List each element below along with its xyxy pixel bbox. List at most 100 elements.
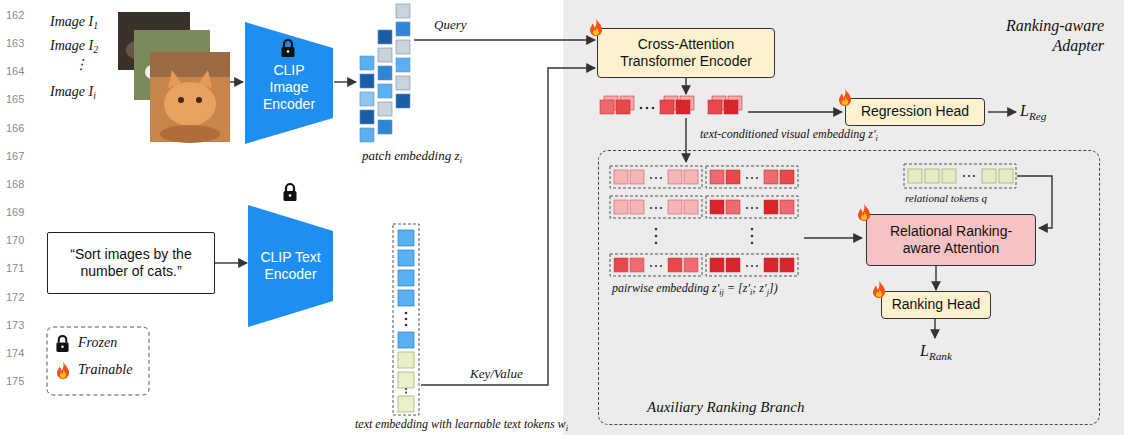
label-group: text-conditioned visual embedding z′i — [700, 127, 878, 141]
drawn-rect — [660, 100, 674, 114]
drawn-rect — [378, 30, 392, 44]
drawn-rect — [764, 170, 778, 184]
drawn-circle — [660, 207, 662, 209]
drawn-rect — [942, 169, 956, 183]
drawn-circle — [650, 207, 652, 209]
drawn-rect — [780, 170, 794, 184]
annotation: patch embedding z — [362, 148, 459, 163]
drawn-rect — [710, 258, 724, 272]
drawn-circle — [746, 265, 748, 267]
drawn-rect — [396, 94, 410, 108]
drawn-rect — [396, 22, 410, 36]
trainable-icon — [839, 88, 851, 106]
drawn-rect — [610, 254, 702, 276]
drawn-rect — [708, 100, 722, 114]
line-number: 167 — [6, 150, 24, 162]
label-group: 164 — [6, 65, 24, 78]
prompt-box: “Sort images by the number of cats.” — [47, 232, 215, 294]
drawn-rect — [982, 169, 996, 183]
region-title: Ranking-aware Adapter — [979, 16, 1104, 56]
label-group: 170 — [6, 234, 24, 247]
line-number: 174 — [6, 347, 24, 359]
label-group: relational tokens q — [905, 192, 987, 205]
annotation: ; z′ — [752, 281, 766, 295]
line-number: 169 — [6, 206, 24, 218]
drawn-circle — [405, 324, 408, 327]
drawn-rect — [668, 200, 682, 214]
node-text: “Sort images by the number of cats.” — [56, 246, 206, 280]
label-group: Image Ii — [50, 84, 96, 101]
subscript: ij — [719, 288, 724, 297]
annotation: = [z′ — [727, 281, 750, 295]
label-group: Image I2 — [50, 38, 98, 55]
drawn-circle — [652, 107, 655, 110]
label-group: LRank — [920, 341, 952, 360]
label-group: ⋮ — [74, 57, 88, 74]
label-group: LReg — [1020, 101, 1046, 120]
label-group: 163 — [6, 37, 24, 50]
annotation: ⋮ — [74, 57, 88, 72]
drawn-circle — [646, 107, 649, 110]
drawn-g — [398, 230, 414, 348]
drawn-rect — [396, 76, 410, 90]
drawn-circle — [963, 175, 965, 177]
drawn-circle — [751, 242, 754, 245]
drawn-ellipse — [164, 82, 216, 126]
legend-frame — [47, 327, 149, 395]
drawn-rect — [684, 170, 698, 184]
drawn-rect — [398, 270, 414, 286]
drawn-rect — [630, 200, 644, 214]
label-group: 165 — [6, 93, 24, 106]
drawn-rect — [396, 58, 410, 72]
subscript: i — [750, 288, 752, 297]
drawn-polyline — [421, 68, 595, 385]
text-tokens — [393, 224, 419, 415]
label-group: 175 — [6, 375, 24, 388]
drawn-g — [710, 170, 794, 272]
connector-arrow — [935, 266, 936, 290]
drawn-rect — [398, 372, 414, 388]
drawn-circle — [660, 265, 662, 267]
trapezoid-fill — [245, 22, 333, 144]
drawn-rect — [614, 200, 628, 214]
annotation: Key/Value — [470, 366, 523, 381]
annotation: relational tokens q — [905, 192, 987, 204]
drawn-g — [610, 166, 798, 276]
input-images — [118, 12, 230, 143]
frozen-icon — [284, 184, 297, 201]
drawn-rect — [684, 258, 698, 272]
drawn-circle — [756, 177, 758, 179]
drawn-circle — [655, 242, 658, 245]
drawn-circle — [655, 228, 658, 231]
drawn-rect — [398, 396, 414, 412]
drawn-rect — [764, 200, 778, 214]
node-text: Relational Ranking-aware Attention — [875, 223, 1027, 257]
drawn-rect — [600, 100, 614, 114]
trapezoid-fill — [248, 205, 333, 327]
label-group: 167 — [6, 150, 24, 163]
label-group: Key/Value — [470, 366, 523, 382]
patch-tokens — [360, 4, 410, 142]
trainable-icon — [858, 203, 870, 221]
annotation: ]) — [769, 281, 778, 295]
drawn-rect — [360, 74, 374, 88]
drawn-rect — [780, 200, 794, 214]
drawn-rect — [610, 196, 702, 218]
drawn-line — [685, 118, 686, 162]
label-group: pairwise embedding z′ij= [z′i; z′j]) — [612, 281, 778, 295]
drawn-circle — [178, 97, 184, 103]
annotation: Image I — [50, 38, 93, 53]
drawn-line — [804, 237, 862, 238]
drawn-rect — [393, 224, 419, 415]
drawn-circle — [405, 312, 408, 315]
node-text: Cross-Attention Transformer Encoder — [610, 36, 762, 70]
drawn-rect — [630, 170, 644, 184]
encoder-trapezoid: CLIP Text Encoder — [248, 205, 333, 327]
drawn-circle — [751, 228, 754, 231]
drawn-rect — [150, 52, 230, 142]
drawn-rect — [150, 52, 230, 77]
subscript: i — [566, 424, 568, 433]
drawn-rect — [360, 128, 374, 142]
drawn-rect — [360, 56, 374, 70]
label-group: 171 — [6, 262, 24, 275]
